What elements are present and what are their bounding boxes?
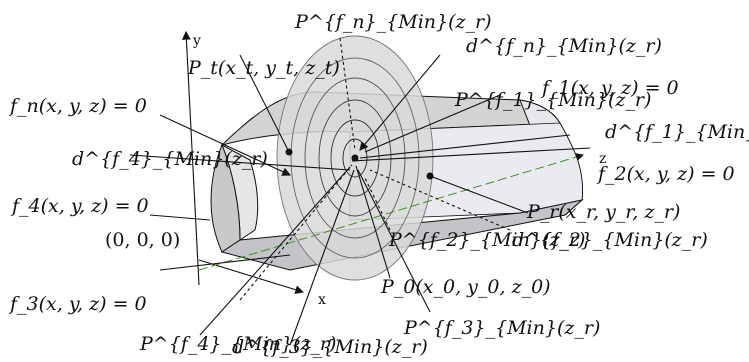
label-Pt: P_t(x_t, y_t, z_t) [187, 57, 340, 79]
label-Pmin-fn: P^{f_n}_{Min}(z_r) [294, 11, 492, 33]
label-Pmin-f2: P^{f_2}_{Min}(z_r) [388, 229, 585, 251]
label-Pr: P_r(x_r, y_r, z_r) [526, 201, 680, 223]
label-Pmin-f4: P^{f_4}_{Min}(z_r) [139, 333, 336, 355]
point-P0 [351, 154, 359, 162]
label-P0: P_0(x_0, y_0, z_0) [380, 276, 551, 298]
z-axis [198, 153, 584, 271]
label-fn-eq: f_n(x, y, z) = 0 [8, 95, 147, 117]
label-Pmin-f1: P^{f_1}_{Min}(z_r) [454, 89, 651, 111]
x-axis [198, 259, 305, 294]
label-f3-eq: f_3(x, y, z) = 0 [8, 293, 147, 315]
label-dmin-fn: d^{f_n}_{Min}(z_r) [466, 35, 662, 57]
label-dmin-f4: d^{f_4}_{Min}(z_r) [72, 148, 268, 170]
label-f1-eq: f_1(x, y, z) = 0 [540, 77, 679, 99]
label-f4-eq: f_4(x, y, z) = 0 [10, 195, 149, 217]
label-f2-eq: f_2(x, y, z) = 0 [596, 163, 735, 185]
leader-lines [129, 37, 591, 346]
z-axis-label: z [599, 151, 606, 167]
label-origin: (0, 0, 0) [105, 229, 180, 251]
label-dmin-f1: d^{f_1}_{Min}(z_r) [605, 121, 749, 143]
label-dmin-f3: d^{f_3}_{Min}(z_r) [232, 336, 428, 358]
y-axis [182, 30, 200, 286]
y-axis-label: y [192, 33, 201, 49]
label-Pmin-f3: P^{f_3}_{Min}(z_r) [403, 317, 600, 339]
label-dmin-f2: d^{f_2}_{Min}(z_r) [512, 229, 708, 251]
x-axis-label: x [318, 292, 326, 308]
